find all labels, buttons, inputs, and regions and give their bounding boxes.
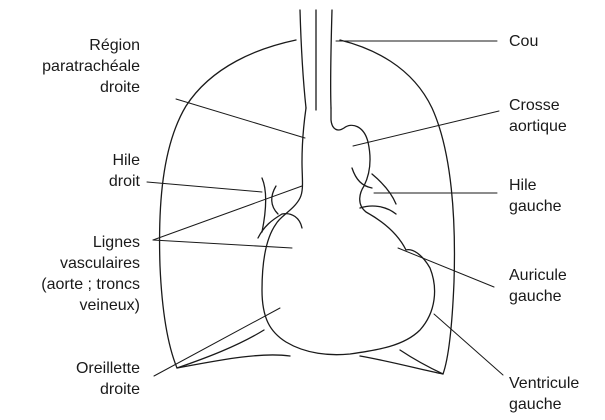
left-hilum <box>372 174 396 204</box>
heart-silhouette <box>262 108 435 355</box>
label-crosse-aortique: Crosse aortique <box>509 95 567 137</box>
diaphragm <box>360 356 443 374</box>
label-hile-gauche: Hile gauche <box>509 175 562 217</box>
leader-auricule-gauche <box>398 248 494 287</box>
left-lung-outline <box>340 40 454 374</box>
left-hilum <box>360 206 396 214</box>
trachea <box>300 10 306 108</box>
leader-hile-droit <box>147 182 262 192</box>
label-auricule-gauche: Auricule gauche <box>509 265 567 307</box>
leader-lignes-vasculaires <box>153 240 292 248</box>
trachea <box>331 10 332 108</box>
leader-crosse-aortique <box>353 111 499 146</box>
leader-ventricule-gauche <box>434 314 503 375</box>
leader-region-paratracheale <box>176 99 305 138</box>
leader-oreillette-droite <box>154 308 280 376</box>
label-ventricule-gauche: Ventricule gauche <box>509 373 579 415</box>
right-hilum <box>262 178 266 232</box>
leader-lignes-vasculaires <box>153 186 302 240</box>
label-lignes-vasculaires: Lignes vasculaires (aorte ; troncs veine… <box>41 232 140 316</box>
label-region-paratracheale: Région paratrachéale droite <box>42 35 140 98</box>
right-hilum <box>272 186 278 214</box>
label-hile-droit: Hile droit <box>109 150 140 192</box>
label-cou: Cou <box>509 31 538 52</box>
label-oreillette-droite: Oreillette droite <box>76 358 140 400</box>
right-lung-outline <box>160 40 296 368</box>
